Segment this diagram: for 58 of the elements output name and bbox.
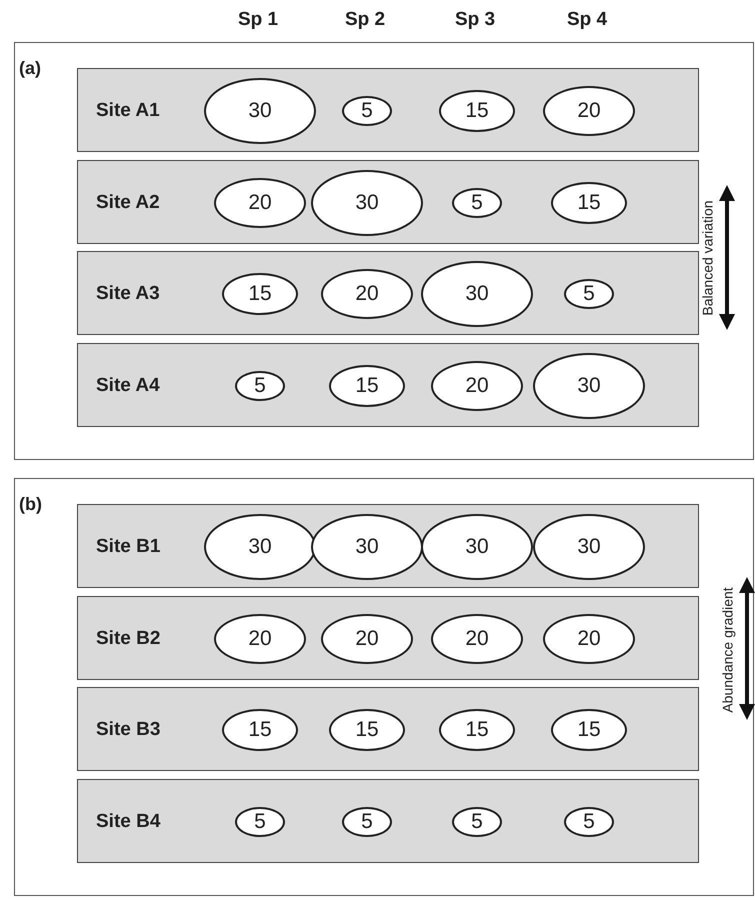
abundance-ellipse: 30 [533,353,645,419]
axis-label: Balanced variation [698,200,716,316]
site-label: Site A1 [96,99,160,123]
site-label: Site B4 [96,810,160,834]
site-label: Site B2 [96,627,160,651]
abundance-ellipse: 5 [452,807,502,837]
abundance-ellipse: 15 [329,365,405,407]
abundance-ellipse: 30 [533,514,645,580]
abundance-ellipse: 15 [222,273,298,315]
abundance-ellipse: 30 [204,514,316,580]
abundance-ellipse: 5 [564,807,614,837]
panel-label: (a) [19,57,41,80]
abundance-ellipse: 5 [564,279,614,309]
site-label: Site A3 [96,282,160,306]
site-label: Site A2 [96,191,160,215]
abundance-ellipse: 15 [222,709,298,751]
panel-label: (b) [19,493,42,516]
column-header: Sp 3 [454,8,496,32]
column-header: Sp 2 [344,8,386,32]
panel-frame [14,42,754,460]
abundance-ellipse: 15 [551,182,627,224]
site-row [77,596,699,680]
abundance-ellipse: 5 [235,807,285,837]
abundance-ellipse: 20 [214,178,306,228]
site-row [77,251,699,335]
abundance-ellipse: 20 [321,614,413,664]
abundance-ellipse: 5 [235,371,285,401]
panel-frame [14,478,754,896]
column-header: Sp 1 [238,8,278,32]
abundance-ellipse: 20 [431,361,523,411]
abundance-ellipse: 20 [321,269,413,319]
site-row [77,504,699,588]
abundance-ellipse: 30 [204,78,316,144]
site-label: Site B1 [96,535,160,559]
abundance-ellipse: 30 [311,514,423,580]
abundance-ellipse: 30 [311,170,423,236]
abundance-ellipse: 15 [439,709,515,751]
abundance-ellipse: 15 [439,90,515,132]
abundance-ellipse: 20 [543,86,635,136]
abundance-ellipse: 5 [342,807,392,837]
abundance-ellipse: 15 [329,709,405,751]
axis-label: Abundance gradient [718,587,736,713]
abundance-ellipse: 5 [452,188,502,218]
abundance-ellipse: 20 [543,614,635,664]
site-row [77,779,699,863]
site-label: Site B3 [96,718,160,742]
abundance-ellipse: 30 [421,514,533,580]
abundance-ellipse: 5 [342,96,392,126]
site-row [77,687,699,771]
abundance-ellipse: 20 [214,614,306,664]
site-row [77,160,699,244]
site-row [77,68,699,152]
abundance-ellipse: 30 [421,261,533,327]
abundance-ellipse: 20 [431,614,523,664]
site-row [77,343,699,427]
site-label: Site A4 [96,374,160,398]
column-header: Sp 4 [566,8,608,32]
abundance-ellipse: 15 [551,709,627,751]
